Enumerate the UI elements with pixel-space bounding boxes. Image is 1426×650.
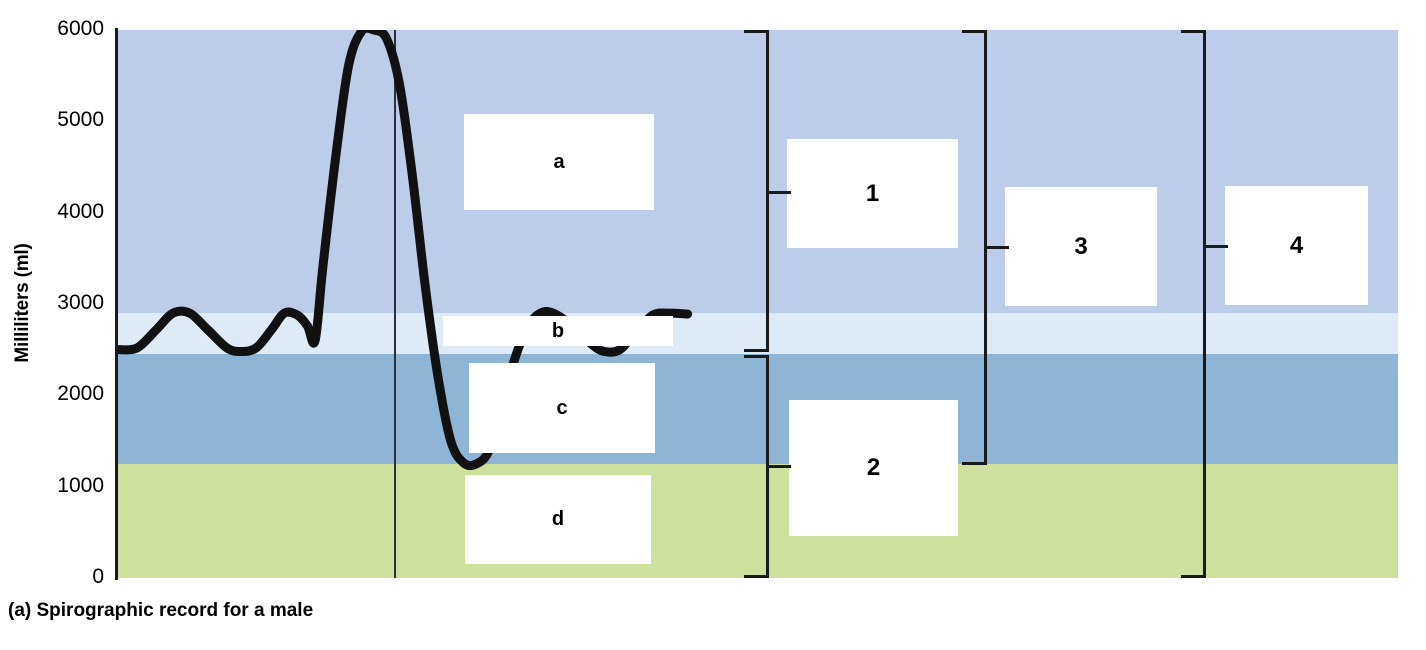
- bracket-2-cap-top: [744, 355, 769, 358]
- bracket-1-stem: [769, 191, 791, 194]
- plot-area: [118, 30, 1398, 578]
- answer-box-d-label: d: [551, 508, 565, 530]
- bracket-1-spine: [766, 30, 769, 352]
- y-axis-line: [115, 28, 118, 580]
- answer-box-b[interactable]: b: [443, 316, 673, 346]
- bracket-4-stem: [1206, 245, 1228, 248]
- y-tick-4000: 4000: [57, 199, 104, 223]
- answer-box-2-label: 2: [866, 454, 881, 481]
- bracket-1-cap-top: [744, 30, 769, 33]
- answer-box-d[interactable]: d: [465, 475, 651, 564]
- answer-box-1-label: 1: [865, 179, 880, 207]
- answer-box-4[interactable]: 4: [1225, 186, 1368, 305]
- answer-box-b-label: b: [551, 319, 565, 342]
- y-tick-1000: 1000: [57, 473, 104, 497]
- bracket-4-cap-top: [1181, 30, 1206, 33]
- answer-box-1[interactable]: 1: [787, 139, 958, 248]
- bracket-2-stem: [769, 465, 791, 468]
- bracket-4-spine: [1203, 30, 1206, 578]
- y-tick-5000: 5000: [57, 108, 104, 132]
- y-tick-6000: 6000: [57, 17, 104, 40]
- bracket-3-spine: [984, 30, 987, 465]
- figure-caption: (a) Spirographic record for a male: [8, 600, 314, 621]
- answer-box-c-label: c: [556, 396, 568, 419]
- answer-box-c[interactable]: c: [469, 363, 655, 453]
- y-tick-0: 0: [92, 565, 104, 588]
- band-residual-band: [118, 463, 1398, 578]
- bracket-3-cap-bottom: [962, 462, 987, 465]
- answer-box-2[interactable]: 2: [789, 400, 958, 536]
- bracket-1-cap-bottom: [744, 349, 769, 352]
- answer-box-3-label: 3: [1074, 232, 1088, 260]
- trace-end-divider: [394, 30, 396, 578]
- answer-box-a[interactable]: a: [464, 114, 654, 210]
- y-tick-2000: 2000: [57, 382, 104, 406]
- bracket-4-cap-bottom: [1181, 575, 1206, 578]
- answer-box-a-label: a: [553, 150, 565, 173]
- bracket-2-cap-bottom: [744, 575, 769, 578]
- bracket-3-stem: [987, 246, 1009, 249]
- answer-box-3[interactable]: 3: [1005, 187, 1157, 306]
- bracket-3-cap-top: [962, 30, 987, 33]
- answer-box-4-label: 4: [1289, 231, 1304, 259]
- band-upper-band: [118, 30, 1398, 314]
- band-lower-band: [118, 354, 1398, 464]
- bracket-2-spine: [766, 355, 769, 578]
- y-tick-3000: 3000: [57, 291, 104, 314]
